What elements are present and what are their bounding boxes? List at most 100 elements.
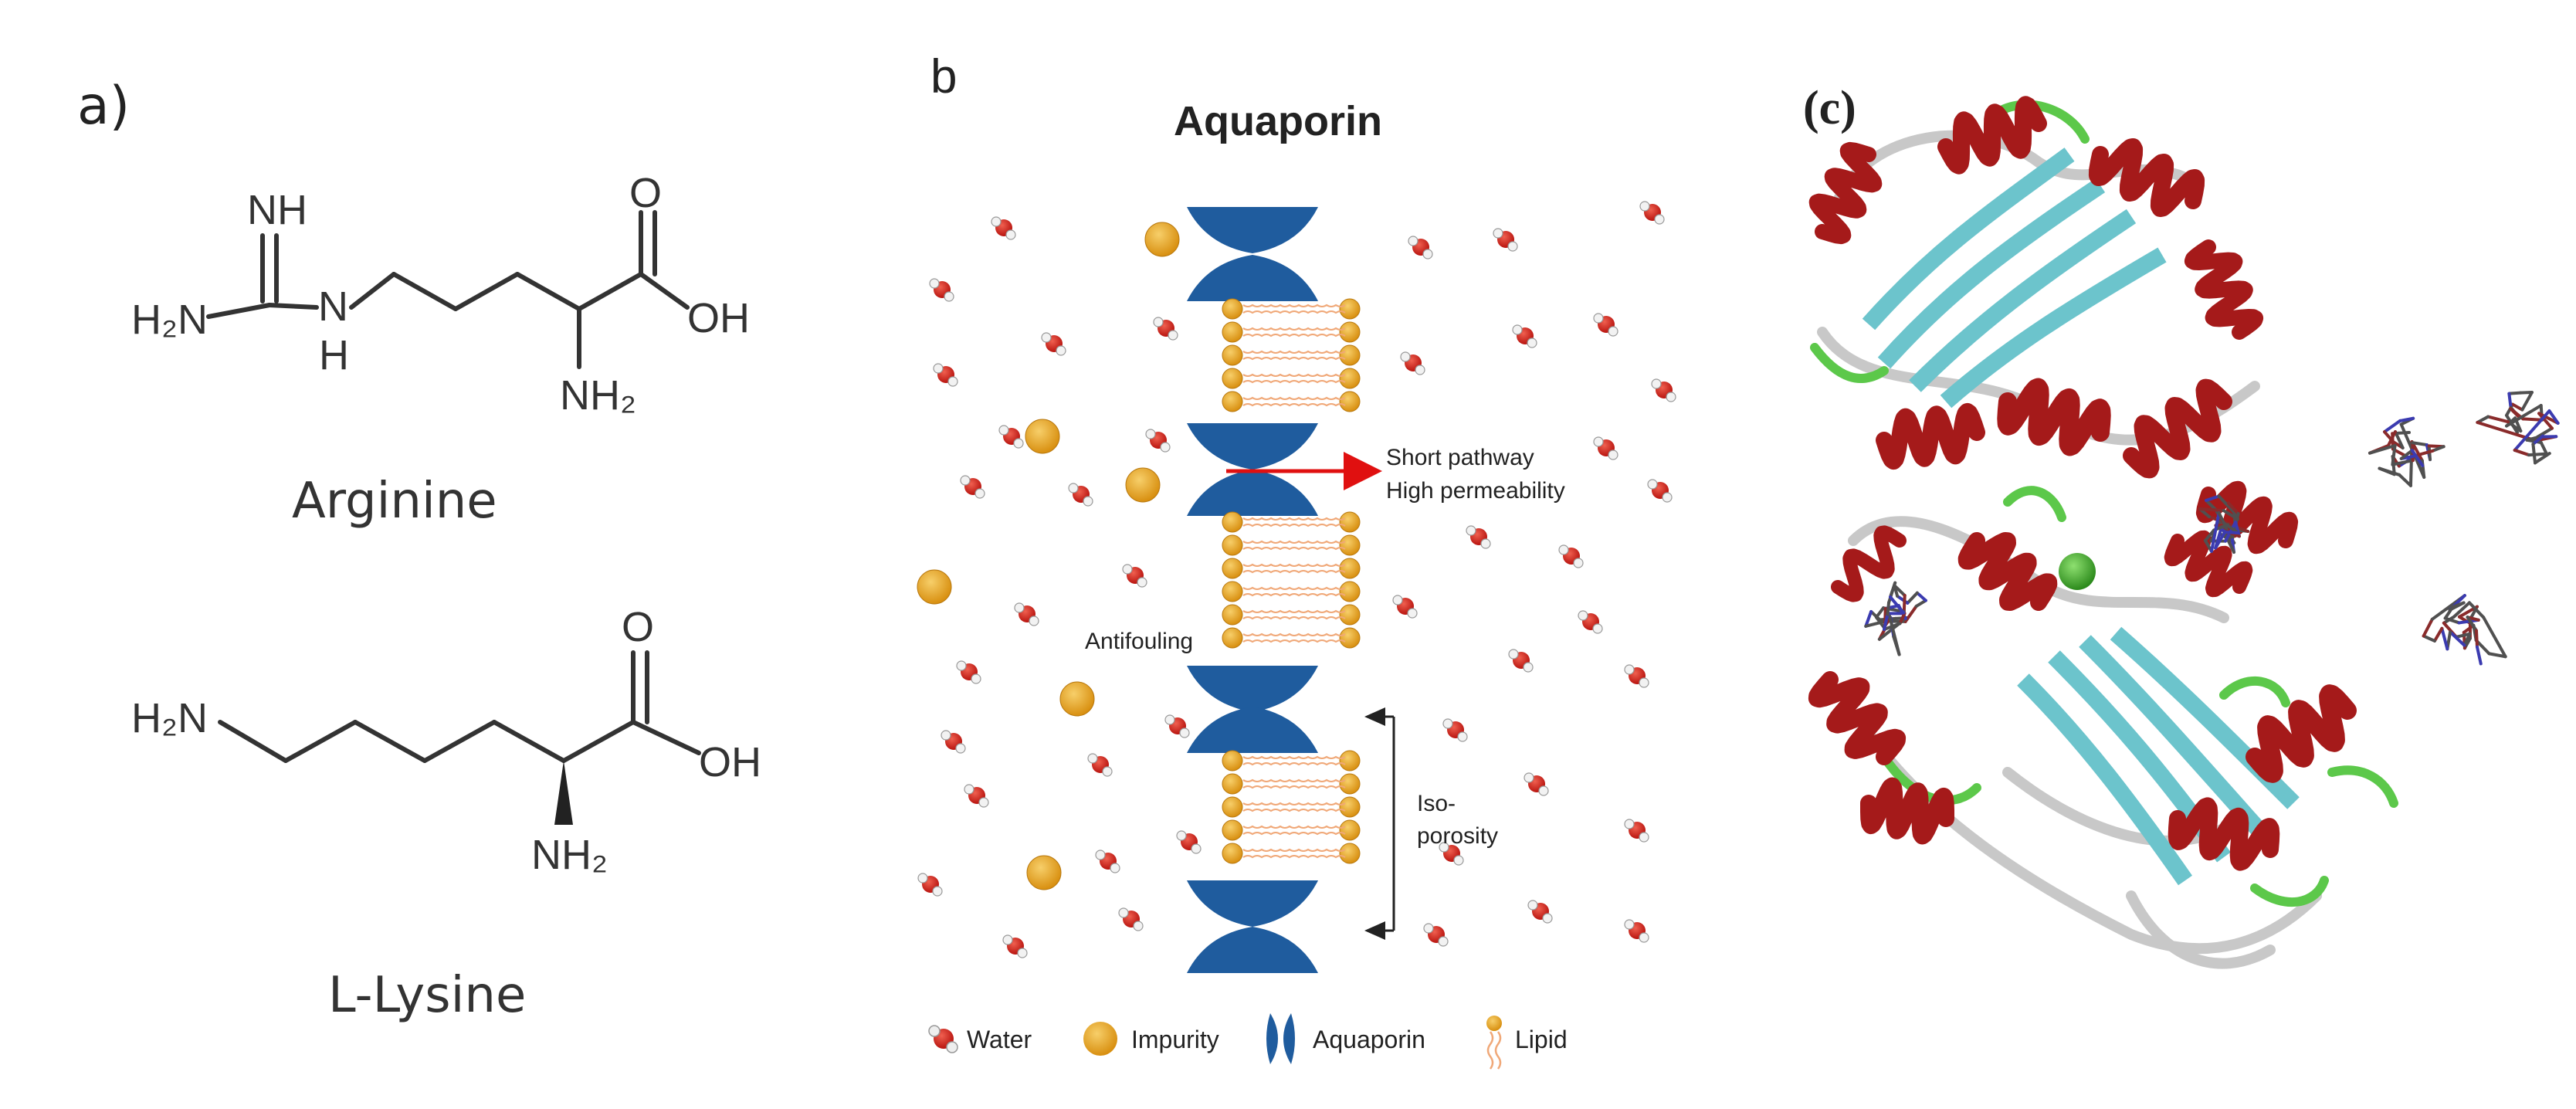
- ligand-bond: [1914, 599, 1927, 608]
- membrane: [1187, 207, 1361, 973]
- legend-impurity-icon: [1083, 1022, 1117, 1056]
- legend: Water Impurity Aquaporin Lipid: [928, 1013, 1568, 1070]
- water-molecule: [1508, 649, 1534, 673]
- atom-n: N: [318, 283, 348, 330]
- ligand-bond: [2537, 412, 2560, 425]
- ligand-bond: [2432, 626, 2444, 643]
- ligand-bond: [2510, 402, 2524, 412]
- beta-strand: [1877, 178, 2106, 369]
- lipid-head: [1222, 344, 1243, 366]
- ligand-bond: [1902, 594, 1907, 613]
- lipid-head: [1222, 773, 1243, 795]
- alpha-helix: [1997, 378, 2111, 456]
- water-molecule: [964, 784, 989, 808]
- ligand-bond: [2422, 617, 2434, 638]
- impurities: [917, 222, 1180, 890]
- alpha-helix: [2184, 239, 2264, 340]
- iso-porosity-bracket: [1364, 707, 1395, 940]
- impurity-particle: [1026, 855, 1062, 890]
- beta-strand: [2017, 673, 2193, 886]
- water-molecule: [1624, 664, 1649, 688]
- beta-strand: [1862, 148, 2075, 331]
- panel-b: b Aquaporin Short pathway High permeabil…: [917, 50, 1676, 1070]
- impurity-particle: [1025, 419, 1060, 454]
- alpha-helices: [1808, 96, 2357, 871]
- ligand-bond: [2539, 441, 2548, 456]
- water-molecule: [956, 660, 981, 684]
- water-molecule: [917, 873, 943, 897]
- lysine-atoms: H₂N O OH NH₂: [131, 604, 761, 878]
- alpha-helix: [1808, 671, 1907, 765]
- ligand-bond: [1874, 606, 1886, 619]
- water-molecule: [1176, 830, 1202, 854]
- lipid-head: [1222, 796, 1243, 818]
- lipid-tail: [1242, 327, 1346, 331]
- aquaporin-lobe: [1187, 470, 1318, 516]
- ligand-bond: [2225, 531, 2240, 535]
- impurity-particle: [1144, 222, 1180, 257]
- legend-lipid-label: Lipid: [1515, 1026, 1568, 1053]
- ligand-bond: [2486, 415, 2510, 424]
- lipid-tail: [1242, 304, 1346, 307]
- panel-c: (c): [1803, 82, 2560, 969]
- lipid-head: [1222, 511, 1243, 533]
- atom-o: O: [629, 170, 662, 216]
- ligand-bond: [2513, 448, 2530, 457]
- water-molecule: [1512, 324, 1537, 348]
- lipid-tail: [1242, 540, 1346, 544]
- lipid-head: [1222, 604, 1243, 626]
- legend-impurity-label: Impurity: [1131, 1026, 1219, 1053]
- ligand-bond: [1906, 591, 1919, 605]
- water-molecule: [1466, 525, 1491, 549]
- atom-oh: OH: [687, 295, 750, 341]
- water-molecule: [1087, 753, 1113, 777]
- ligand-bond: [1887, 612, 1901, 656]
- lipid-head: [1222, 819, 1243, 841]
- lipid-head: [1339, 344, 1361, 366]
- lipid-tail: [1242, 616, 1346, 620]
- ligand-bond: [2411, 441, 2429, 447]
- water-molecule: [1651, 378, 1676, 402]
- ligand-bond: [2399, 449, 2414, 460]
- alpha-helix: [2246, 684, 2357, 783]
- lipid-tail: [1242, 563, 1346, 567]
- water-molecule: [1095, 850, 1120, 873]
- water-molecule: [1578, 610, 1603, 634]
- lipid-head: [1339, 796, 1361, 818]
- lipid-bilayer: [1222, 298, 1361, 412]
- lipid-head: [1339, 819, 1361, 841]
- ligand-bond: [2226, 501, 2240, 516]
- water-molecule: [1639, 201, 1665, 225]
- atom-oh: OH: [699, 739, 761, 785]
- aquaporin-lobe: [1187, 423, 1318, 470]
- lipid-tail: [1242, 350, 1346, 354]
- ligand-bond: [2482, 616, 2507, 659]
- ligand-bond: [2507, 391, 2523, 395]
- alpha-helix: [1860, 777, 1954, 845]
- water-molecule: [1153, 317, 1178, 341]
- water-molecule: [1558, 544, 1584, 568]
- lipid-head: [1222, 750, 1243, 772]
- water-molecule: [1118, 907, 1144, 931]
- lipid-tail: [1242, 334, 1346, 337]
- lipid-head: [1222, 558, 1243, 579]
- ligand-bond: [2474, 629, 2479, 649]
- ligand-bond: [2410, 449, 2425, 467]
- aquaporin-lobe: [1187, 255, 1318, 301]
- atom-nh2: NH₂: [531, 832, 608, 878]
- ligand-bond: [2534, 452, 2551, 465]
- lipid-head: [1339, 391, 1361, 412]
- ligand-bond: [1889, 581, 1897, 599]
- ligand-bond: [1883, 612, 1890, 631]
- lipid-head: [1222, 321, 1243, 343]
- water-molecule: [1408, 236, 1433, 259]
- legend-aquaporin-icon: [1266, 1013, 1295, 1064]
- alpha-helix: [2088, 138, 2205, 217]
- alpha-helix: [1876, 402, 1985, 470]
- water-molecule: [1527, 900, 1553, 924]
- lipid-head: [1222, 391, 1243, 412]
- lipid-tail: [1242, 524, 1346, 527]
- beta-strand: [1909, 209, 2137, 392]
- short-pathway-label: Short pathway: [1386, 445, 1534, 470]
